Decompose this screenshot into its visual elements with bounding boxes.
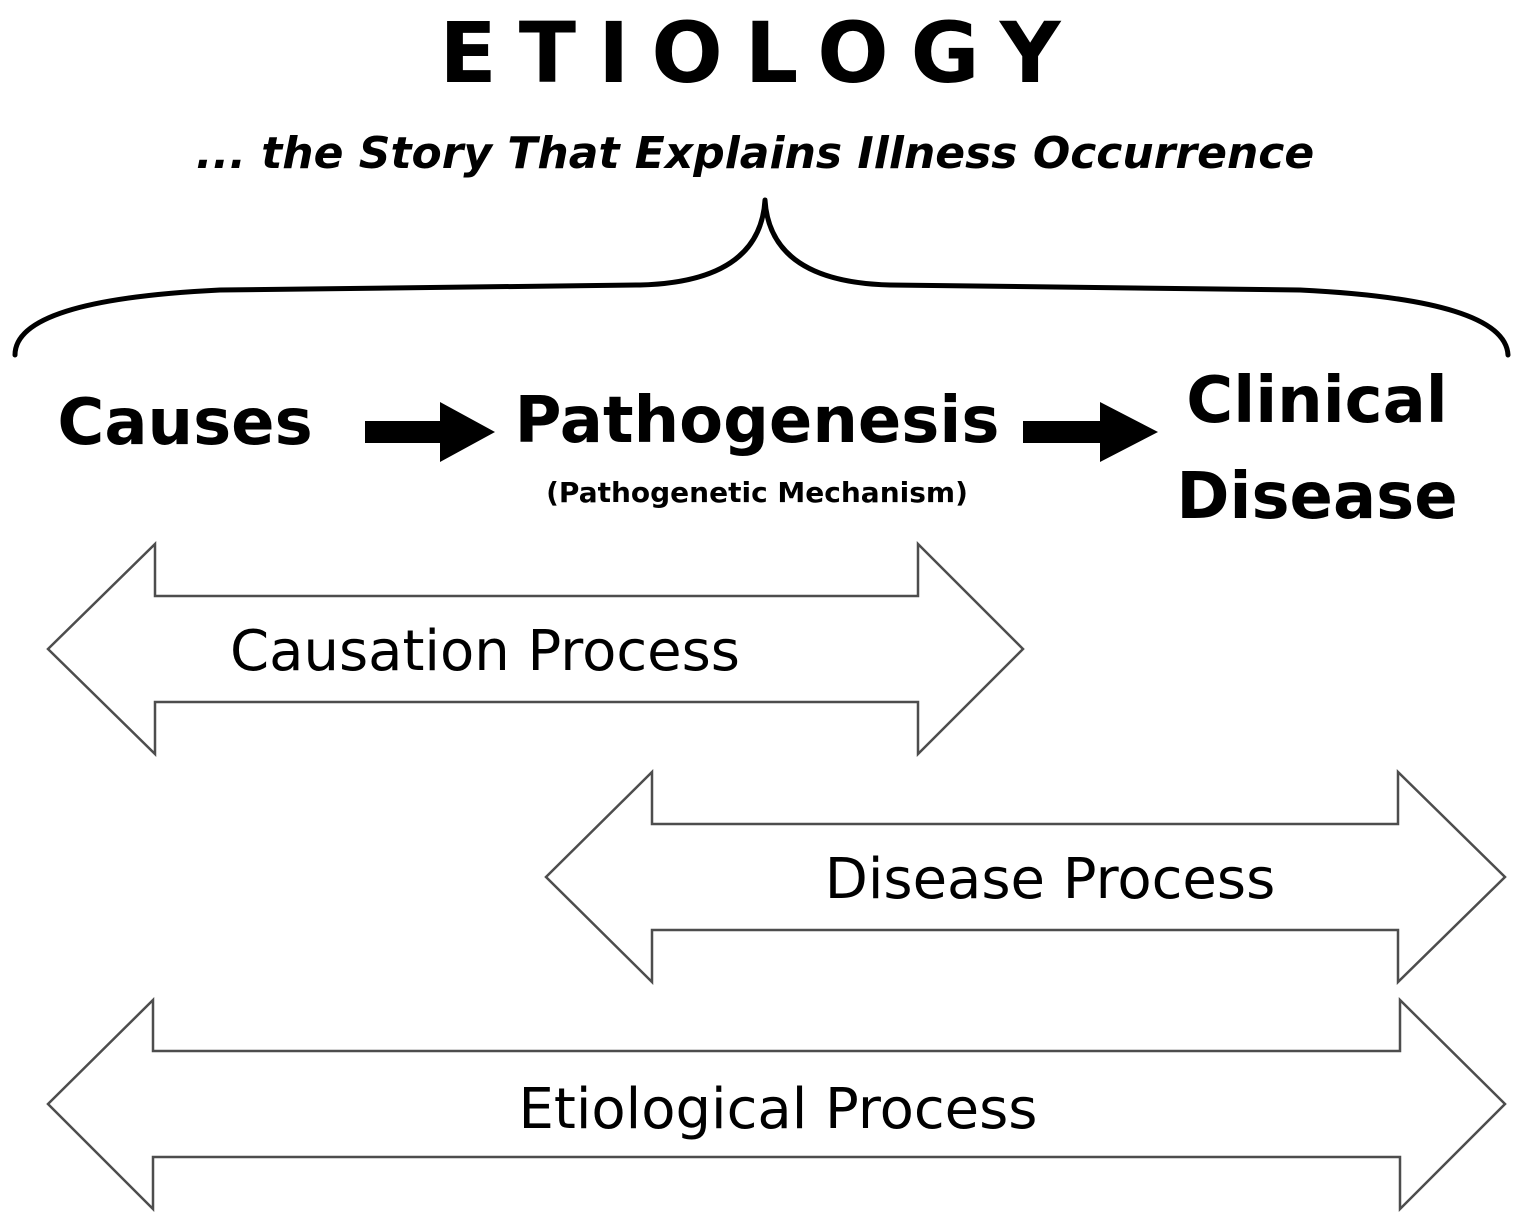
diagram-subtitle: ... the Story That Explains Illness Occu… [196,128,1314,179]
causation-process-label: Causation Process [230,619,740,684]
causation-process-arrow [46,540,1025,758]
etiological-process-label: Etiological Process [519,1077,1038,1142]
stage-causes: Causes [57,386,312,460]
curly-brace [12,197,1511,358]
etiological-process-arrow [46,997,1507,1213]
diagram-title: ETIOLOGY [439,4,1082,102]
flow-arrow-causes-to-pathogenesis [365,402,495,462]
flow-arrow-pathogenesis-to-clinical [1023,402,1158,462]
stage-clinical-disease-line1: Clinical [1186,364,1447,438]
stage-pathogenesis: Pathogenesis [515,384,1000,458]
disease-process-label: Disease Process [825,847,1276,912]
stage-pathogenesis-note: (Pathogenetic Mechanism) [546,476,968,509]
disease-process-arrow [544,769,1507,985]
stage-clinical-disease-line2: Disease [1176,460,1457,534]
